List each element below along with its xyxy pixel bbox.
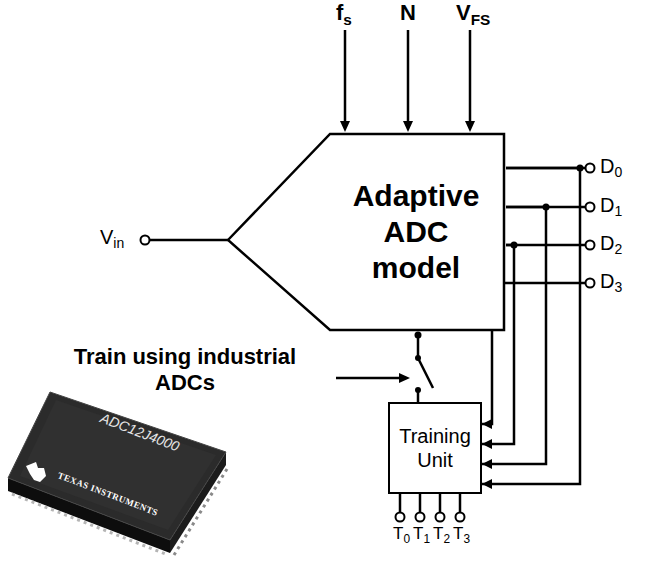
- pin-name: D2: [600, 232, 622, 255]
- subscript: 3: [463, 532, 470, 546]
- box-label: Training Unit: [396, 424, 474, 472]
- connector-line: [417, 332, 420, 358]
- note-text: Train using industrial ADCs: [70, 344, 300, 396]
- subscript: FS: [471, 11, 491, 28]
- subscript: 3: [614, 279, 622, 295]
- pin-name: T1: [413, 524, 430, 544]
- pin-name: D3: [600, 270, 622, 293]
- subscript: 2: [614, 241, 622, 257]
- pin-name: Vin: [100, 226, 124, 249]
- pin-name: T3: [453, 524, 470, 544]
- pin-name: D0: [600, 155, 622, 178]
- subscript: 0: [403, 532, 410, 546]
- arrow-head: [482, 439, 492, 449]
- contact-dot: [415, 387, 421, 393]
- connector: [415, 332, 434, 403]
- arrow-head: [482, 479, 492, 489]
- arrow-head: [482, 419, 492, 429]
- pentagon-outline: [226, 132, 506, 332]
- signal-name: N: [400, 0, 416, 26]
- switch-blade: [418, 358, 433, 388]
- subscript: 1: [423, 532, 430, 546]
- subscript: s: [343, 11, 352, 28]
- pin-name: T0: [393, 524, 410, 544]
- subscript: 2: [443, 532, 450, 546]
- subscript: 1: [614, 203, 622, 219]
- training-unit-box: Training Unit: [388, 402, 482, 494]
- chip-illustration: [8, 392, 227, 555]
- subscript: 0: [614, 164, 622, 180]
- block-title: Adaptive ADC model: [341, 178, 491, 286]
- signal-name: VFS: [456, 0, 490, 26]
- subscript: in: [113, 235, 124, 251]
- adc-model-block: Adaptive ADC model: [226, 132, 506, 332]
- arrow-head: [482, 459, 492, 469]
- pin-name: D1: [600, 194, 622, 217]
- signal-name: fs: [336, 0, 352, 26]
- pin-name: T2: [433, 524, 450, 544]
